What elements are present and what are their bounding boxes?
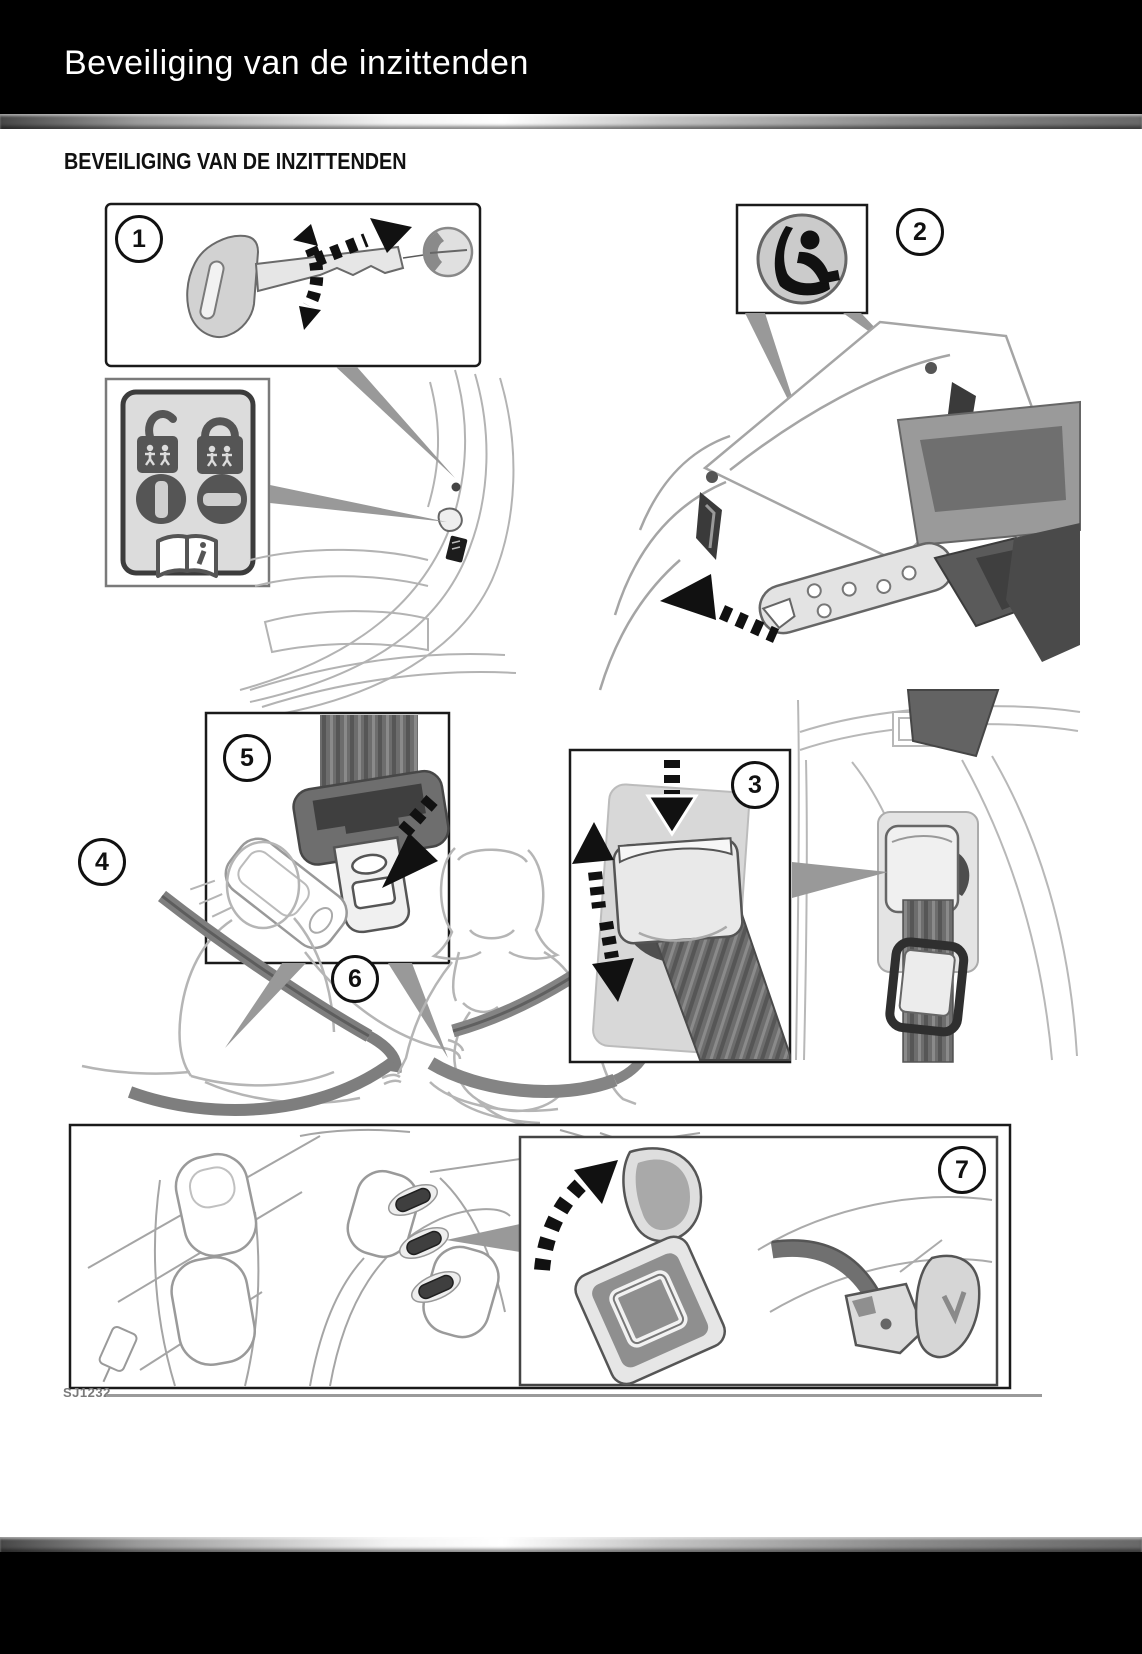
callout-3: 3 <box>731 761 779 809</box>
adjuster-button <box>612 837 744 945</box>
insert-arrow-icon <box>382 795 438 888</box>
upper-seat-belt-latch <box>906 689 1000 758</box>
figure-code: SJ1232 <box>63 1385 111 1400</box>
anchor-screw-2 <box>925 362 937 374</box>
callout-4: 4 <box>78 838 126 886</box>
pointer-to-occupant <box>225 963 306 1048</box>
callout-6: 6 <box>331 955 379 1003</box>
b-pillar-illustration <box>792 689 1081 1063</box>
metallic-rule-bottom <box>0 1537 1142 1552</box>
page-footer-bar: 22 <box>0 1552 1142 1654</box>
insert-arrow-icon <box>313 218 412 267</box>
child-lock-lever <box>437 507 463 533</box>
power-window-disabled-icon <box>197 474 247 524</box>
child-lock-label-on-door <box>445 535 468 563</box>
locked-padlock-children-icon <box>197 417 243 474</box>
rear-door-illustration <box>239 367 517 715</box>
lap-belt <box>127 1057 397 1116</box>
open-padlock-children-icon <box>137 410 178 473</box>
up-down-arrow-icon <box>572 822 634 1002</box>
front-headrest <box>170 1256 256 1366</box>
belted-occupant-illustration <box>81 840 465 1116</box>
figure-2-isofix <box>598 203 1081 691</box>
insert-arrow-icon <box>660 574 780 643</box>
callout-5: 5 <box>223 734 271 782</box>
pointer-from-label <box>270 485 447 522</box>
callout-2: 2 <box>896 208 944 256</box>
anchor-slot-1 <box>696 492 722 560</box>
tether-anchor-covers <box>388 1184 461 1303</box>
isofix-bracket <box>758 541 954 635</box>
pointer-from-figure-3 <box>792 862 888 898</box>
callout-7: 7 <box>938 1146 986 1194</box>
open-arrow-icon <box>534 1160 618 1271</box>
tether-strap-hook <box>770 1239 926 1355</box>
figure-rear-seat-tethers <box>68 1123 1012 1390</box>
metallic-rule-top <box>0 114 1142 129</box>
tether-cover-open <box>574 1147 726 1386</box>
pregnant-occupant-illustration <box>381 847 650 1129</box>
callout-1: 1 <box>115 215 163 263</box>
child-lock-warning-label <box>104 377 271 588</box>
key-blade <box>254 245 405 293</box>
door-screw <box>451 482 461 492</box>
pointer-to-pregnant <box>388 963 448 1058</box>
buckle-tongue <box>332 836 411 934</box>
page-header-bar: Beveiliging van de inzittenden <box>0 0 1142 114</box>
pointer-to-anchor <box>446 1224 520 1252</box>
child-seat-icon <box>756 213 848 305</box>
anchor-cover-lid <box>914 1254 981 1359</box>
figure-code-rule <box>106 1394 1042 1397</box>
page-title: Beveiliging van de inzittenden <box>64 44 529 82</box>
section-heading: BEVEILIGING VAN DE INZITTENDEN <box>64 148 407 174</box>
information-book-icon <box>156 534 218 578</box>
power-window-enabled-icon <box>136 474 186 524</box>
press-arrow-icon <box>645 760 699 837</box>
belt-to-corner <box>1006 523 1080 662</box>
rotate-arrow-icon <box>293 224 324 330</box>
pointer-from-figure-1 <box>336 367 455 478</box>
seat-belt-stalk <box>98 1325 138 1383</box>
figure-1-child-lock-key <box>104 202 482 368</box>
anchor-screw-1 <box>706 471 718 483</box>
lap-belt <box>427 1057 618 1098</box>
buckle-receptacle <box>189 837 348 950</box>
front-headrest <box>174 1152 258 1258</box>
